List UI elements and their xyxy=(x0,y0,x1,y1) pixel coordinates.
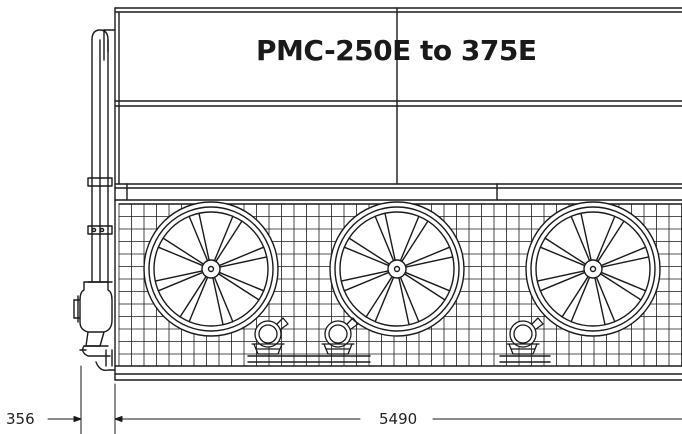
dimension-offset-label: 356 xyxy=(6,410,35,428)
motor-1 xyxy=(251,317,289,355)
dimension-length-label: 5490 xyxy=(379,410,418,428)
transition-band xyxy=(114,183,682,205)
fan-motors xyxy=(251,317,544,355)
motor-3 xyxy=(506,317,544,355)
upper-casing xyxy=(114,7,682,381)
base-frame xyxy=(114,355,682,381)
dimension-lines xyxy=(47,365,682,434)
fan-1 xyxy=(143,201,279,337)
side-pipe xyxy=(73,29,116,372)
drawing-title: PMC-250E to 375E xyxy=(256,34,537,67)
fan-3 xyxy=(525,201,661,337)
fan-assemblies xyxy=(143,201,661,337)
fan-2 xyxy=(329,201,465,337)
motor-2 xyxy=(321,317,359,355)
